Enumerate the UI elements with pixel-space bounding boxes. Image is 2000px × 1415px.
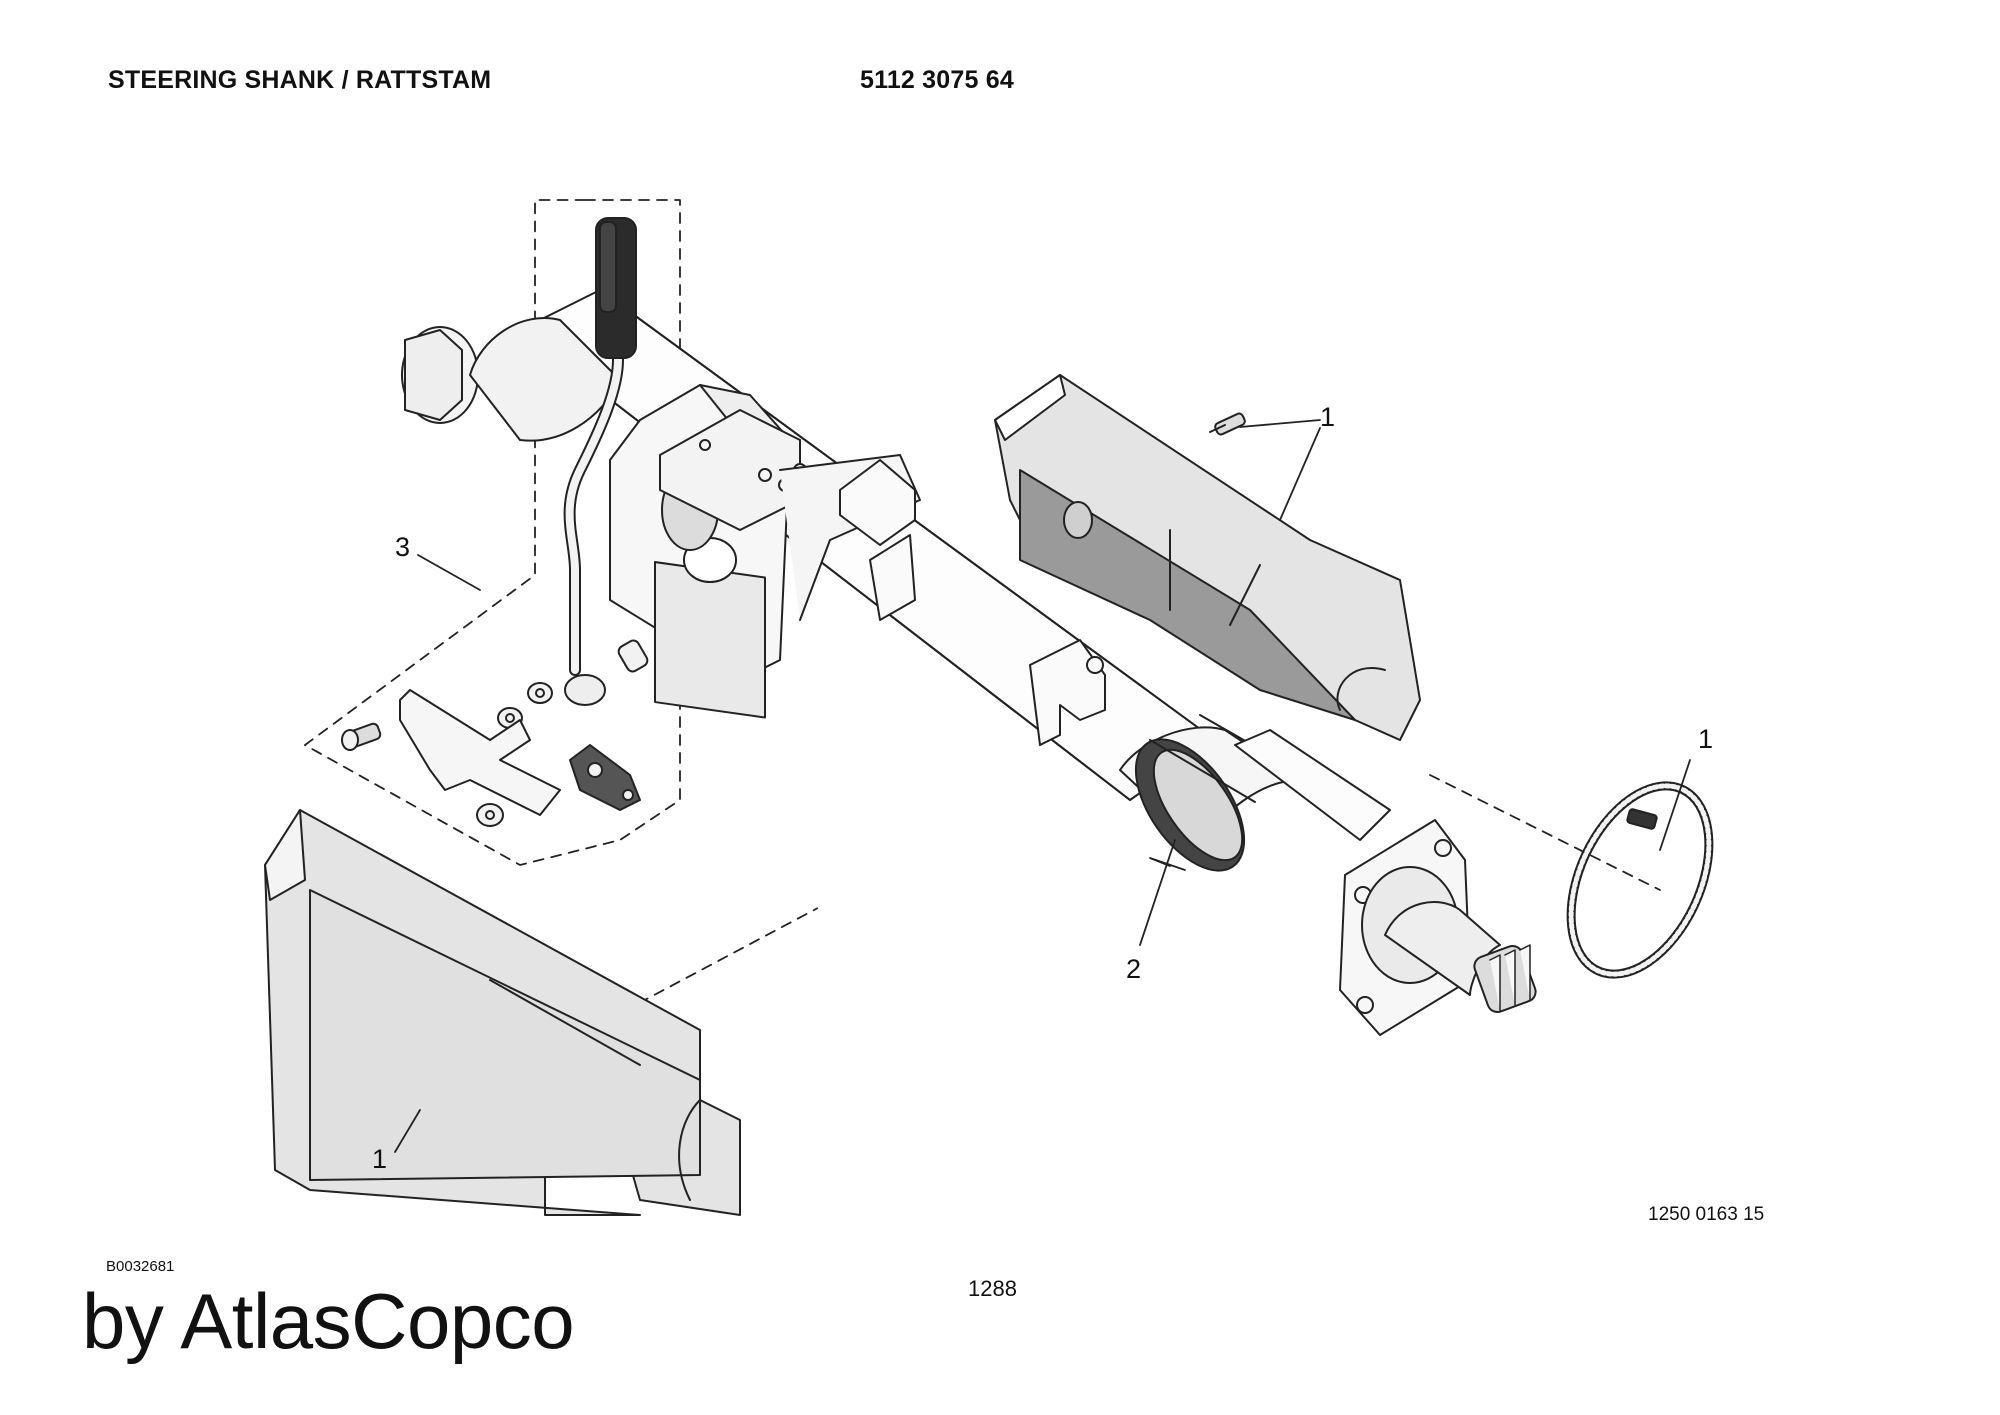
upper-cover: [994, 374, 1421, 741]
kit-parts: [341, 639, 649, 827]
drawing-reference: 1250 0163 15: [1648, 1204, 1765, 1225]
leader-lines: [394, 419, 1691, 1153]
callout-screw-cover: 1: [1320, 402, 1335, 432]
page-number: 1288: [968, 1276, 1017, 1301]
callout-boot: 2: [1126, 954, 1141, 984]
boot: [1119, 714, 1391, 872]
lower-cover: [264, 809, 741, 1216]
callout-lower-cover: 1: [372, 1144, 387, 1174]
brand-watermark: by AtlasCopco: [82, 1277, 575, 1365]
callout-clamp: 1: [1698, 724, 1713, 754]
callout-kit: 3: [395, 532, 410, 562]
image-id: B0032681: [106, 1258, 175, 1275]
flange-shaft: [1339, 819, 1537, 1036]
cover-screw: [1209, 412, 1246, 436]
page-title: STEERING SHANK / RATTSTAM: [108, 66, 492, 94]
column-bracket: [839, 459, 1106, 746]
part-number: 5112 3075 64: [860, 66, 1014, 94]
hose-clamp: [1566, 781, 1714, 979]
shift-lever: [563, 217, 637, 706]
